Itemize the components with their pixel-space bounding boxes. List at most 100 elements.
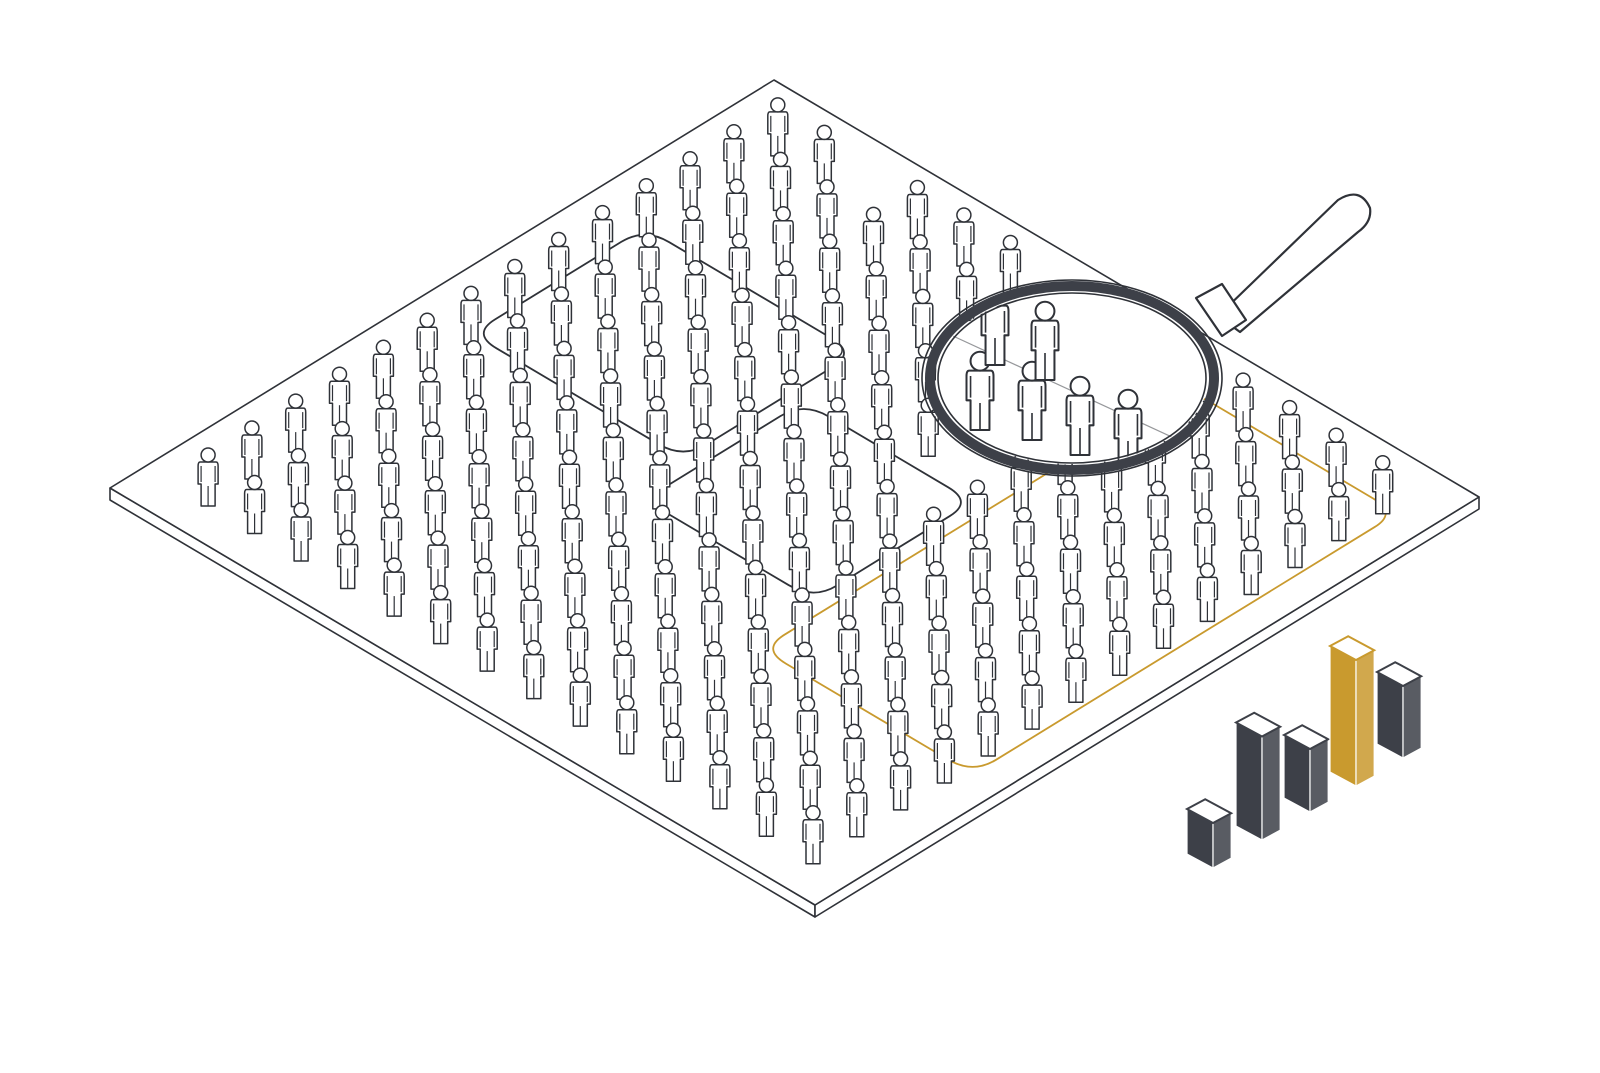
person-icon [679, 151, 701, 211]
bar [1233, 711, 1283, 842]
person-icon [597, 313, 619, 374]
person-icon [930, 669, 953, 730]
person-icon [1235, 426, 1257, 487]
bar [1184, 798, 1234, 870]
person-icon [879, 533, 901, 593]
person-icon [728, 232, 751, 293]
person-icon [419, 367, 441, 427]
person-icon [832, 505, 854, 566]
person-icon [643, 341, 666, 401]
person-icon [635, 177, 658, 238]
person-icon [709, 749, 731, 810]
bar [1327, 635, 1377, 788]
person-icon [922, 506, 945, 566]
person-icon [780, 369, 803, 429]
person-icon [701, 586, 723, 647]
person-icon [698, 532, 720, 592]
person-icon [742, 505, 764, 565]
person-icon [287, 447, 310, 508]
person-icon [862, 206, 885, 267]
person-icon [372, 339, 395, 400]
person-icon [747, 614, 770, 674]
person-icon [966, 479, 989, 539]
person-icon [887, 696, 909, 757]
person-icon [334, 475, 356, 535]
person-icon [547, 231, 570, 292]
person-icon [328, 366, 351, 426]
person-icon [928, 615, 950, 675]
person-icon [290, 502, 312, 562]
person-icon [654, 559, 676, 619]
person-icon [1237, 481, 1260, 541]
person-icon [692, 423, 715, 483]
person-icon [876, 478, 898, 539]
person-icon [564, 558, 586, 618]
person-icon [607, 531, 630, 592]
person-icon [816, 179, 838, 239]
person-icon [723, 124, 745, 184]
person-icon [752, 723, 775, 783]
person-icon [336, 529, 359, 590]
person-icon [602, 422, 625, 483]
person-icon [520, 585, 542, 645]
person-icon [769, 151, 792, 212]
person-icon [1108, 616, 1131, 677]
person-icon [197, 447, 219, 507]
person-icon [1150, 535, 1172, 595]
person-icon [1065, 375, 1095, 457]
person-icon [331, 420, 353, 481]
person-icon [243, 474, 266, 535]
person-icon [750, 668, 772, 729]
person-icon [476, 612, 498, 672]
person-icon [684, 259, 707, 320]
person-icon [465, 394, 488, 455]
person-icon [460, 285, 482, 346]
person-icon [591, 204, 614, 265]
person-icon [785, 478, 808, 538]
person-icon [873, 424, 896, 484]
person-icon [569, 667, 592, 727]
person-icon [1152, 589, 1175, 650]
person-icon [767, 97, 789, 157]
person-icon [566, 612, 589, 673]
person-icon [865, 261, 887, 321]
person-icon [953, 207, 975, 267]
person-icon [646, 395, 668, 456]
person-icon [462, 340, 485, 400]
person-icon [909, 234, 931, 294]
person-icon [682, 205, 704, 265]
person-icon [818, 233, 841, 294]
person-icon [1191, 453, 1213, 514]
person-icon [1021, 670, 1043, 730]
person-icon [827, 396, 849, 457]
person-icon [755, 777, 778, 837]
person-icon [736, 396, 759, 456]
person-icon [843, 723, 865, 784]
person-icon [1147, 480, 1169, 541]
person-icon [616, 694, 638, 755]
person-icon [523, 639, 545, 700]
person-icon [638, 232, 660, 292]
person-icon [561, 504, 583, 564]
person-icon [731, 287, 753, 347]
person-icon [974, 642, 997, 703]
person-icon [999, 234, 1022, 295]
person-icon [846, 778, 868, 838]
person-icon [837, 614, 860, 675]
person-icon [1240, 535, 1262, 596]
person-icon [1106, 562, 1128, 622]
person-icon [1193, 508, 1216, 568]
person-icon [605, 477, 627, 537]
person-icon [906, 179, 929, 240]
person-icon [687, 314, 709, 374]
person-icon [284, 393, 307, 453]
person-icon [791, 587, 813, 647]
person-icon [517, 530, 540, 591]
person-icon [421, 421, 444, 481]
person-icon [775, 260, 797, 320]
person-icon [1196, 562, 1219, 623]
person-icon [777, 314, 800, 375]
person-icon [889, 751, 912, 811]
person-icon [725, 178, 748, 239]
